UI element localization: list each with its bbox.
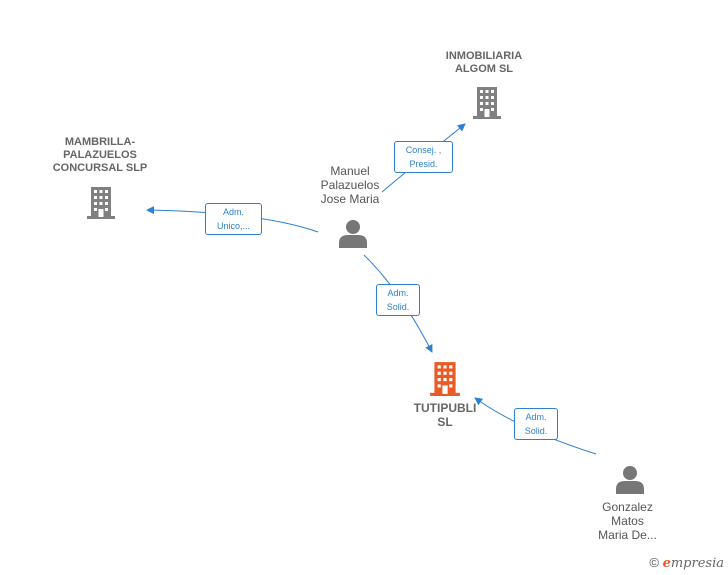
building-icon[interactable] xyxy=(429,360,461,396)
edge-label-line: Solid. xyxy=(524,426,548,436)
building-icon[interactable] xyxy=(86,185,116,219)
edge-label-line: Unico,... xyxy=(216,221,250,231)
node-label-inmobiliaria[interactable]: INMOBILIARIA ALGOM SL xyxy=(445,50,523,75)
edge-label-adm-solid[interactable]: Adm. Solid. xyxy=(514,408,558,440)
empresia-logo: empresia xyxy=(662,556,724,571)
node-label-manuel[interactable]: Manuel Palazuelos Jose Maria xyxy=(320,164,380,206)
edge-label-line: Solid. xyxy=(386,302,410,312)
node-label-tutipubli[interactable]: TUTIPUBLI SL xyxy=(413,401,477,429)
edge-label-line: Adm. xyxy=(387,288,409,298)
person-icon[interactable] xyxy=(614,464,646,494)
edge-label-line: Adm. xyxy=(222,207,244,217)
empresia-watermark: © empresia xyxy=(649,555,724,571)
node-label-gonzalez[interactable]: Gonzalez Matos Maria De... xyxy=(598,500,657,542)
edge-label-adm-solid[interactable]: Adm. Solid. xyxy=(376,284,420,316)
edge-label-line: Presid. xyxy=(409,159,438,169)
copyright-symbol: © xyxy=(649,555,659,570)
edge-label-adm-unico[interactable]: Adm. Unico,... xyxy=(205,203,262,235)
node-label-mambrilla[interactable]: MAMBRILLA- PALAZUELOS CONCURSAL SLP xyxy=(52,136,148,174)
building-icon[interactable] xyxy=(472,85,502,119)
edge-label-line: Adm. xyxy=(525,412,547,422)
person-icon[interactable] xyxy=(337,218,369,248)
edge-label-line: Consej. , xyxy=(405,145,442,155)
edge-label-consej-presid[interactable]: Consej. , Presid. xyxy=(394,141,453,173)
